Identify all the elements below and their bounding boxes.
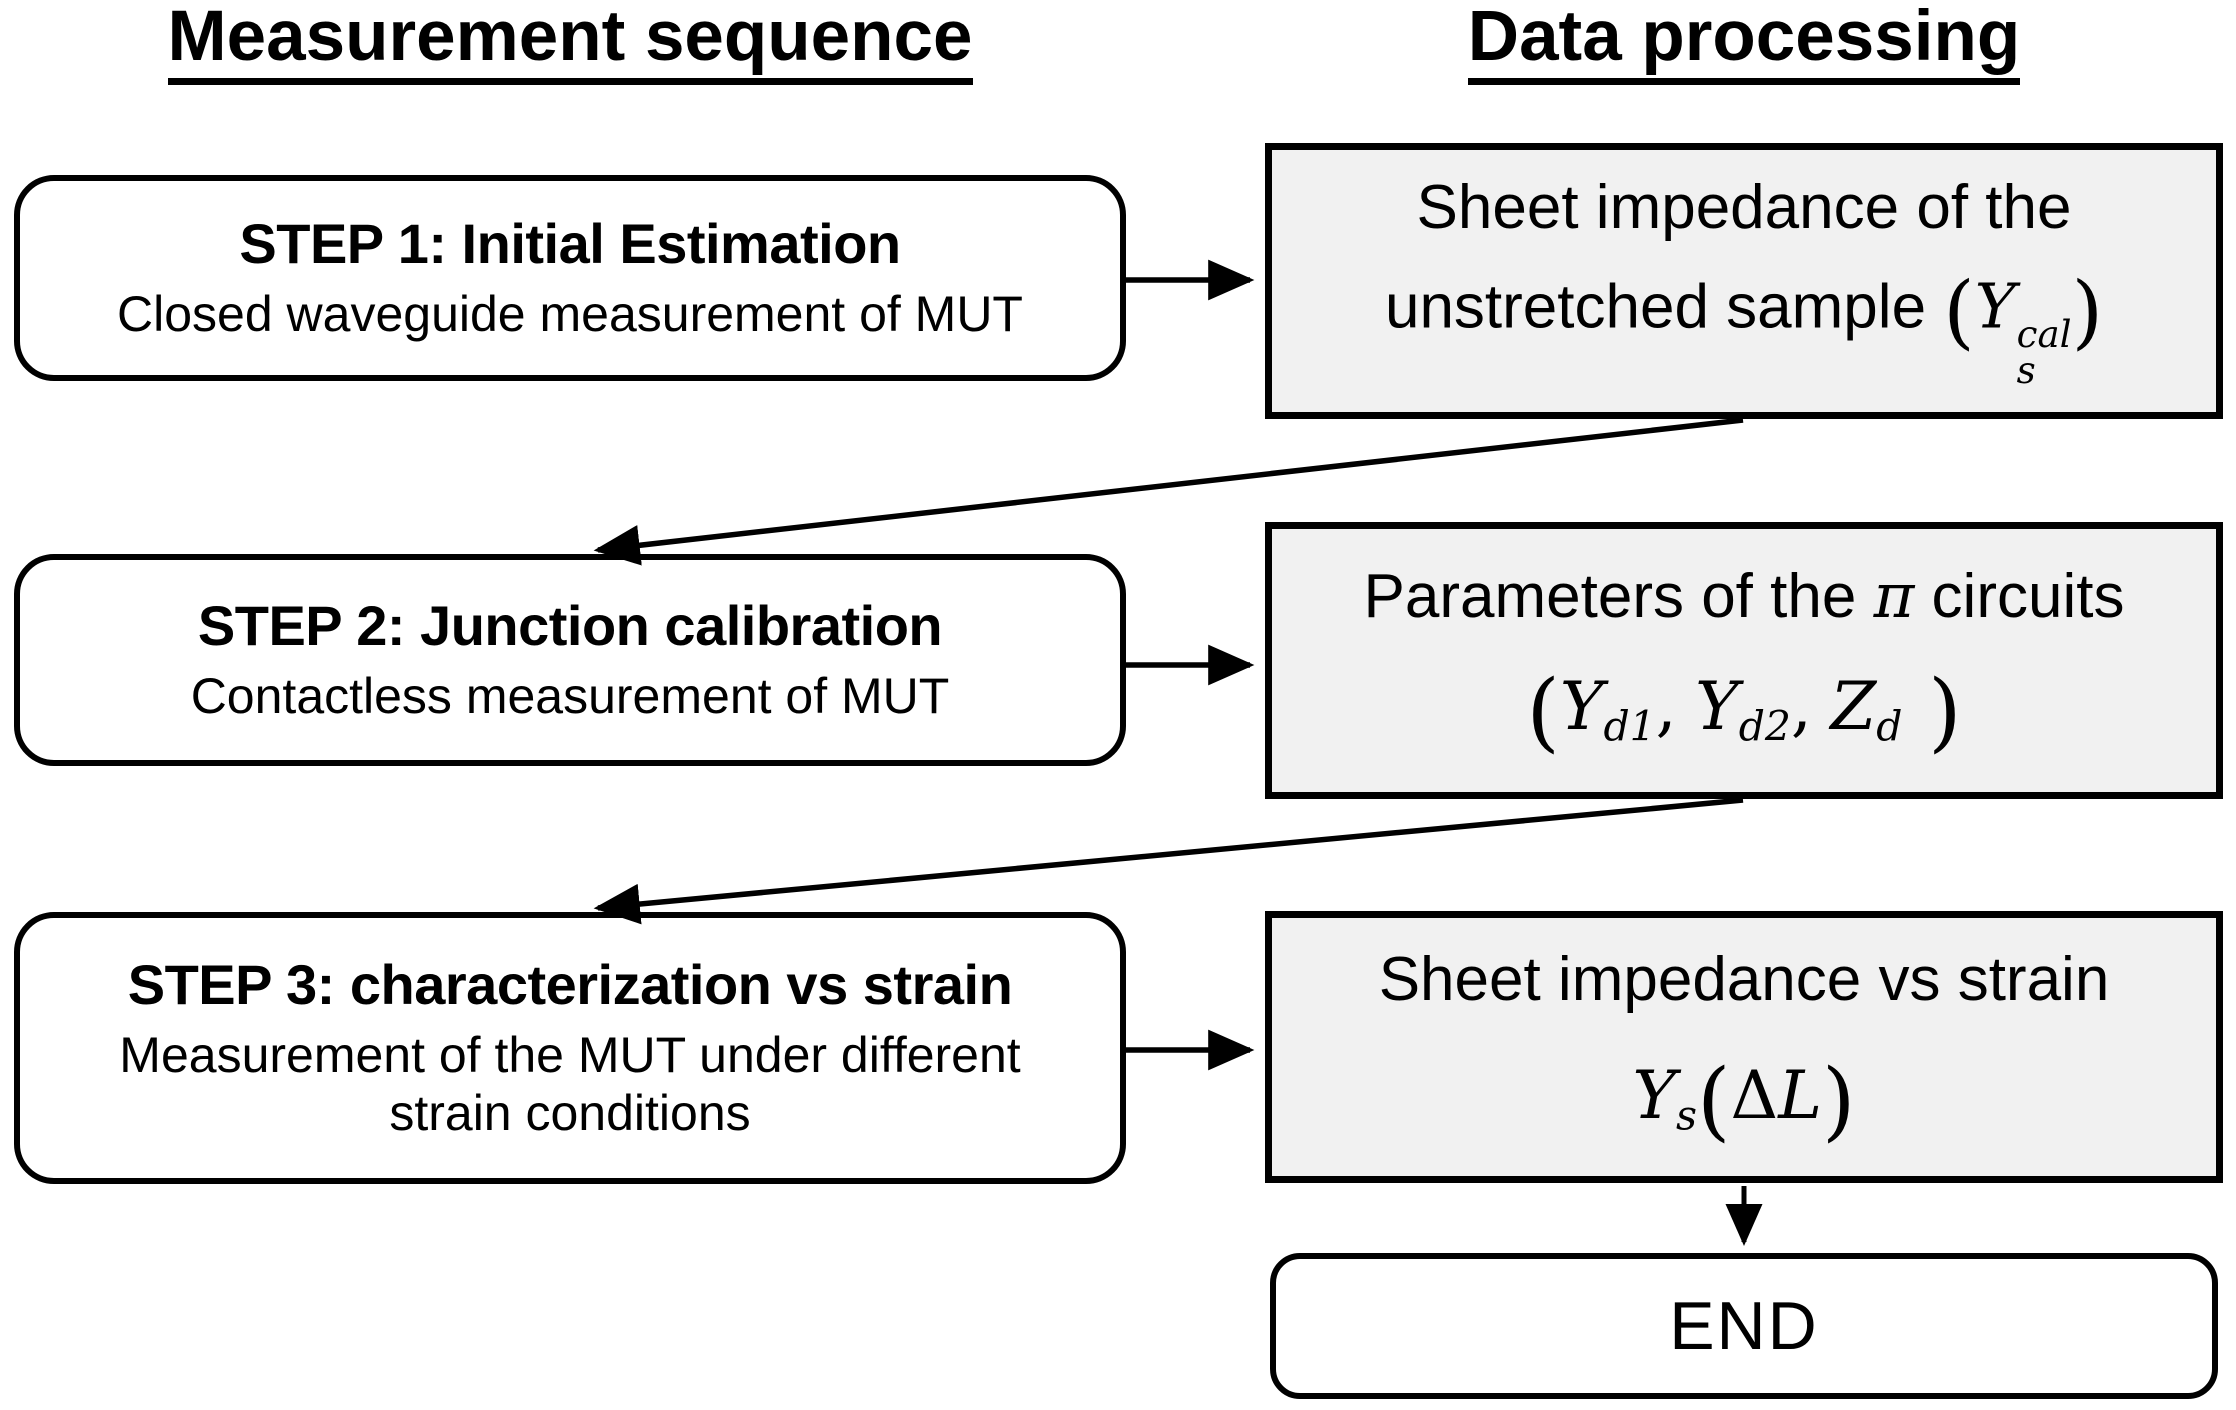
open-paren: (	[1943, 265, 1975, 360]
math-var-L: L	[1778, 1056, 1823, 1134]
output2-formula: (Yd1,Yd2,Zd)	[1526, 665, 1961, 759]
math-var-Yd2: Y	[1695, 667, 1739, 745]
output3-formula: Ys(ΔL)	[1632, 1054, 1855, 1148]
math-sup-cal: cal	[2016, 312, 2072, 357]
step1-title: STEP 1: Initial Estimation	[239, 211, 901, 275]
math-var-Ys: Y	[1632, 1056, 1677, 1134]
close-paren: )	[2071, 265, 2104, 360]
end-node: END	[1270, 1253, 2218, 1399]
output1-node: Sheet impedance of the unstretched sampl…	[1265, 143, 2223, 419]
end-label: END	[1669, 1288, 1819, 1364]
arrow-output2-to-step3	[593, 797, 1744, 925]
output3-node: Sheet impedance vs strain Ys(ΔL)	[1265, 911, 2223, 1183]
step2-title: STEP 2: Junction calibration	[197, 593, 943, 657]
output2-line1-pre: Parameters of the	[1363, 561, 1874, 631]
step2-subtitle: Contactless measurement of MUT	[190, 668, 950, 725]
open-paren: (	[1526, 661, 1560, 762]
step3-title: STEP 3: characterization vs strain	[127, 952, 1013, 1016]
output2-line1-post: circuits	[1914, 561, 2125, 631]
output2-node: Parameters of the π circuits (Yd1,Yd2,Zd…	[1265, 522, 2223, 799]
output2-line1: Parameters of the π circuits	[1363, 558, 2125, 632]
output3-line1: Sheet impedance vs strain	[1378, 944, 2110, 1014]
math-sub-s: s	[2016, 347, 2036, 392]
column-header-data-processing-text: Data processing	[1467, 0, 2021, 85]
math-comma: ,	[1790, 667, 1812, 745]
output1-line2-text: unstretched sample	[1384, 272, 1944, 342]
close-paren: )	[1822, 1050, 1856, 1151]
math-var-Zd: Z	[1830, 667, 1877, 745]
output1-line1: Sheet impedance of the	[1416, 173, 2072, 243]
math-delta: Δ	[1730, 1056, 1779, 1134]
math-var-Y: Y	[1974, 269, 2016, 343]
column-header-data-processing: Data processing	[1265, 0, 2223, 85]
math-sub-d1: d1	[1603, 702, 1656, 751]
open-paren: (	[1697, 1050, 1731, 1151]
step3-node: STEP 3: characterization vs strain Measu…	[14, 912, 1126, 1184]
close-paren: )	[1928, 661, 1962, 762]
math-sub-d2: d2	[1738, 702, 1791, 751]
math-sub-s: s	[1676, 1091, 1698, 1140]
step1-subtitle: Closed waveguide measurement of MUT	[117, 286, 1023, 343]
step2-node: STEP 2: Junction calibration Contactless…	[14, 554, 1126, 766]
math-sub-d: d	[1876, 702, 1903, 751]
math-var-Yd1: Y	[1559, 667, 1604, 745]
step3-subtitle: Measurement of the MUT under different s…	[119, 1027, 1021, 1142]
math-var-pi: π	[1873, 558, 1915, 632]
column-header-measurement-sequence: Measurement sequence	[14, 0, 1126, 85]
step1-node: STEP 1: Initial Estimation Closed wavegu…	[14, 175, 1126, 381]
math-comma: ,	[1655, 667, 1677, 745]
column-header-measurement-sequence-text: Measurement sequence	[167, 0, 973, 85]
